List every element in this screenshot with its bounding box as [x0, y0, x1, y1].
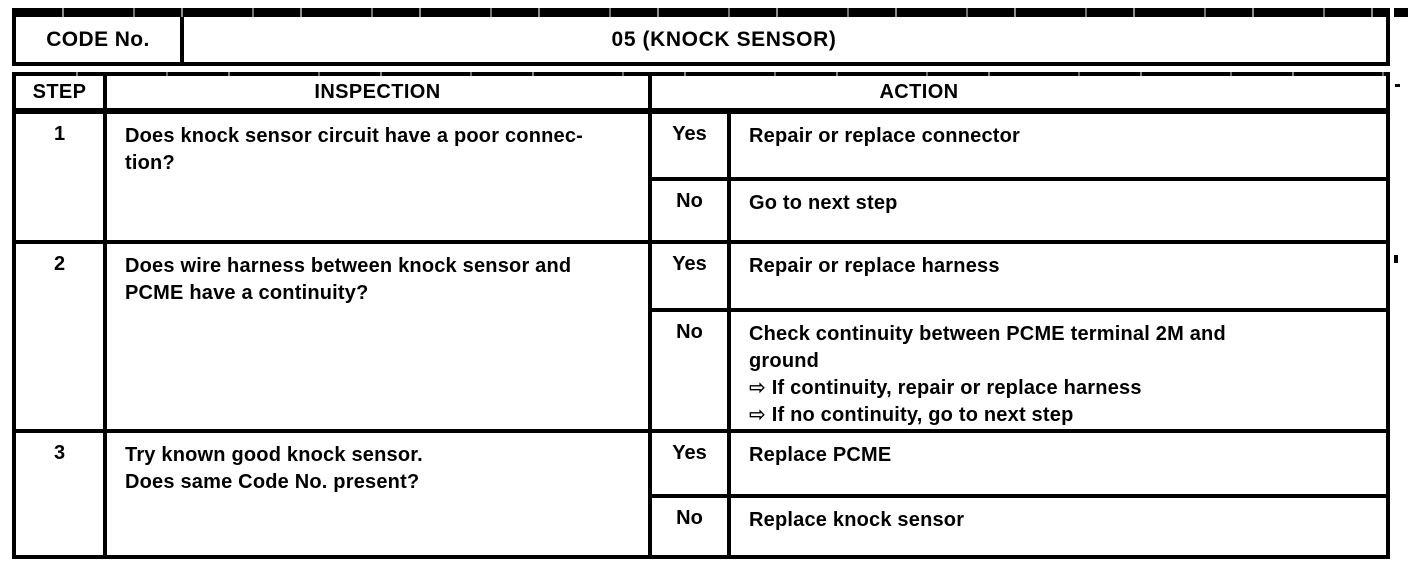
answer-row: No Go to next step — [652, 181, 1386, 240]
scan-artifact — [1394, 8, 1408, 17]
step-number: 2 — [16, 244, 107, 429]
action-text: Go to next step — [749, 192, 898, 214]
troubleshooting-table: CODE No. 05 (KNOCK SENSOR) STEP INSPECTI… — [12, 8, 1390, 559]
inspection-text: Does knock sensor circuit have a poor co… — [107, 114, 652, 240]
answer-label: Yes — [652, 244, 731, 308]
column-header-step: STEP — [16, 76, 107, 108]
column-header-inspection: INSPECTION — [107, 76, 652, 108]
answers-group: Yes Repair or replace harness No Check c… — [652, 244, 1386, 429]
answer-label: No — [652, 181, 731, 240]
code-header-row: CODE No. 05 (KNOCK SENSOR) — [12, 8, 1390, 66]
action-text: Repair or replace harness — [749, 255, 1000, 277]
answer-label: No — [652, 498, 731, 555]
inspection-text: Does wire harness between knock sensor a… — [107, 244, 652, 429]
step-row: 3 Try known good knock sensor. Does same… — [16, 433, 1386, 555]
answer-label: No — [652, 312, 731, 429]
diagnostic-steps-table: STEP INSPECTION ACTION 1 Does knock sens… — [12, 72, 1390, 559]
scan-artifact — [1395, 84, 1400, 87]
scan-artifact — [1394, 255, 1398, 263]
answer-row: Yes Replace PCME — [652, 433, 1386, 498]
answer-row: No Check continuity between PCME termina… — [652, 312, 1386, 429]
answer-row: Yes Repair or replace connector — [652, 114, 1386, 181]
step-row: 2 Does wire harness between knock sensor… — [16, 244, 1386, 433]
column-header-action: ACTION — [879, 80, 959, 103]
answer-label: Yes — [652, 433, 731, 494]
action-text: Repair or replace connector — [749, 125, 1021, 147]
answer-label: Yes — [652, 114, 731, 177]
action-text: Replace knock sensor — [749, 509, 965, 531]
action-text: Check continuity between PCME terminal 2… — [749, 323, 1226, 426]
inspection-text: Try known good knock sensor. Does same C… — [107, 433, 652, 555]
step-row: 1 Does knock sensor circuit have a poor … — [16, 114, 1386, 244]
answer-row: Yes Repair or replace harness — [652, 244, 1386, 312]
action-text: Replace PCME — [749, 444, 892, 466]
step-number: 3 — [16, 433, 107, 555]
answers-group: Yes Repair or replace connector No Go to… — [652, 114, 1386, 240]
step-number: 1 — [16, 114, 107, 240]
answer-row: No Replace knock sensor — [652, 498, 1386, 555]
answers-group: Yes Replace PCME No Replace knock sensor — [652, 433, 1386, 555]
column-header-row: STEP INSPECTION ACTION — [16, 76, 1386, 114]
code-number-label: CODE No. — [16, 17, 184, 62]
code-number-value: 05 (KNOCK SENSOR) — [611, 27, 837, 51]
